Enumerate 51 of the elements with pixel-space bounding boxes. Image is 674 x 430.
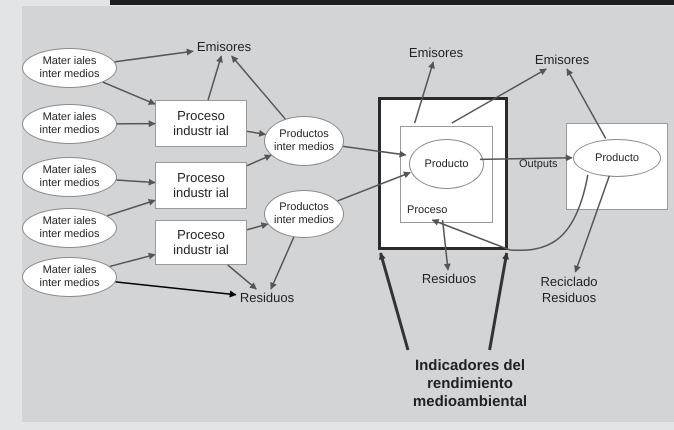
text-label: Emisores xyxy=(405,44,467,62)
node-label: Proceso industr ial xyxy=(172,228,230,258)
callout-text: Indicadores del rendimiento medioambiental xyxy=(400,350,540,418)
node-label: Proceso xyxy=(407,204,448,216)
arrow xyxy=(246,130,266,137)
arrow xyxy=(574,176,610,273)
node-label: Productos inter medios xyxy=(273,128,335,154)
arrow xyxy=(246,222,268,230)
arrow xyxy=(378,252,410,350)
arrow xyxy=(117,120,156,128)
text-label: Emisores xyxy=(530,51,594,69)
arrow xyxy=(114,48,194,63)
arrow xyxy=(115,281,237,298)
arrow xyxy=(231,55,286,120)
node-label: Mater iales inter medios xyxy=(38,264,100,290)
node-label: Producto xyxy=(424,158,469,170)
node-label: Productos inter medios xyxy=(273,201,335,227)
process-box xyxy=(155,162,247,209)
process-box xyxy=(155,100,247,147)
arrow xyxy=(102,81,156,105)
system-boundary-box xyxy=(378,97,508,250)
arrow xyxy=(207,55,223,100)
arrow xyxy=(337,172,411,202)
arrow xyxy=(270,236,294,290)
arrow xyxy=(452,68,547,124)
arrow xyxy=(414,61,435,124)
arrow xyxy=(480,154,573,162)
arrow xyxy=(246,154,272,166)
arrow xyxy=(342,146,406,158)
node-label: Mater iales inter medios xyxy=(38,111,100,137)
process-box xyxy=(155,220,247,265)
arrow xyxy=(566,68,606,139)
arrow xyxy=(227,264,257,290)
node-label: Proceso industr ial xyxy=(172,108,230,138)
text-label: Emisores xyxy=(193,38,255,56)
node-label: Proceso industr ial xyxy=(172,170,230,200)
arrow xyxy=(432,174,589,251)
text-label: Residuos xyxy=(418,270,480,288)
arrow xyxy=(106,198,156,217)
product-box xyxy=(566,123,668,210)
arrow xyxy=(488,252,510,350)
node-label: Mater iales inter medios xyxy=(38,55,100,81)
arrow xyxy=(110,252,156,268)
arrow xyxy=(116,178,156,186)
text-label: Residuos xyxy=(236,289,298,307)
arrow xyxy=(442,220,451,271)
node-label: Mater iales inter medios xyxy=(38,215,100,241)
process-box xyxy=(400,126,493,223)
text-label: Reciclado Residuos xyxy=(537,272,601,308)
node-label: Mater iales inter medios xyxy=(38,164,100,190)
node-label: Producto xyxy=(594,152,640,164)
